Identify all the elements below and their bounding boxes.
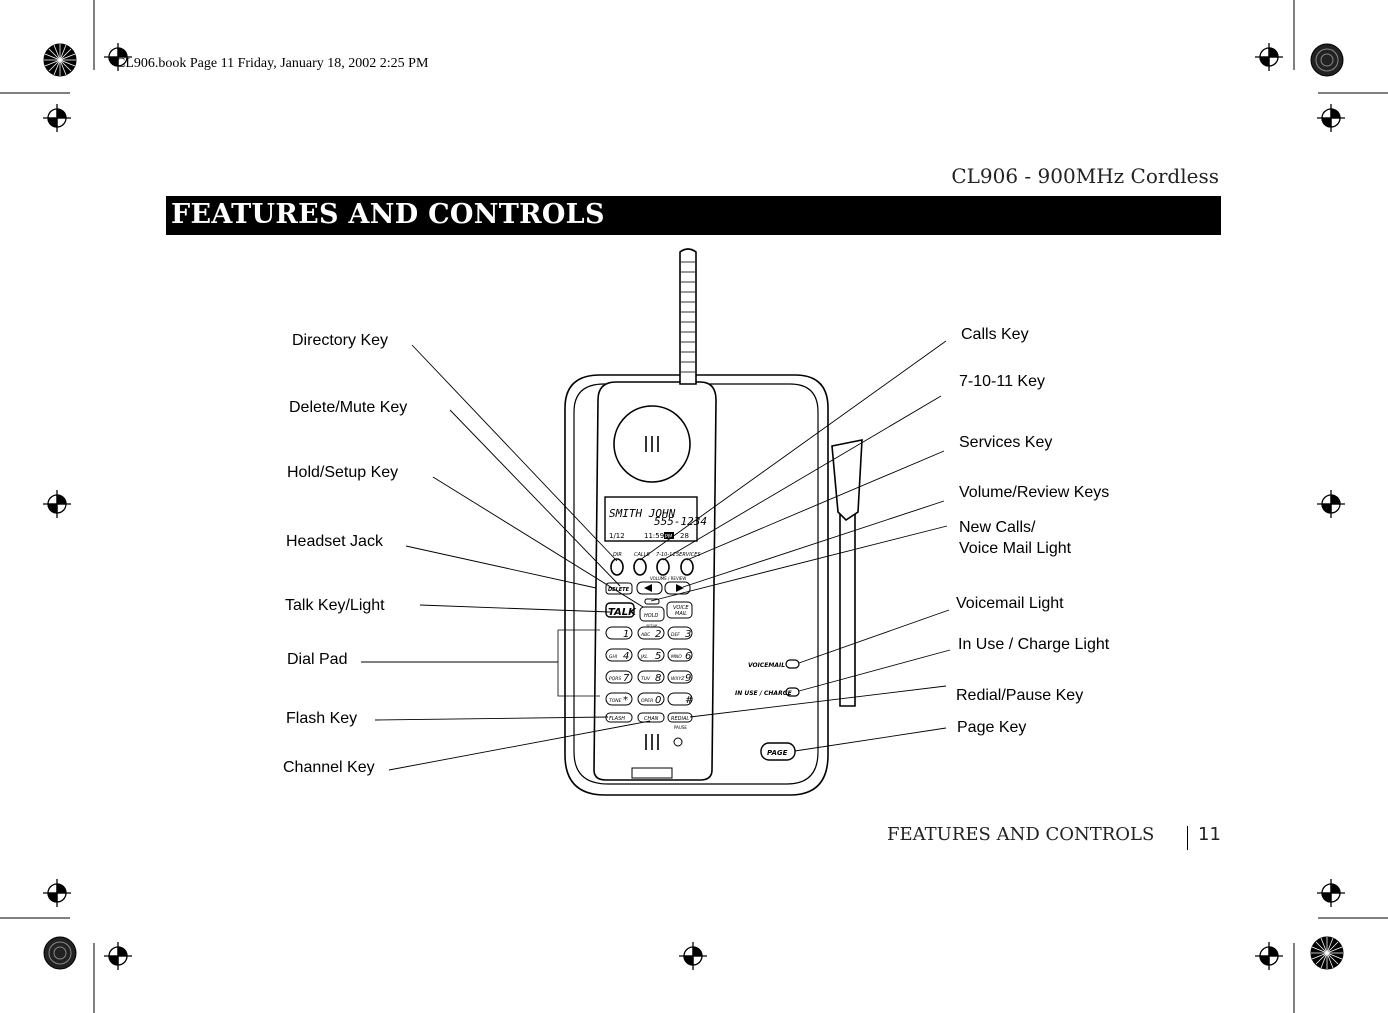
callout-services-key: Services Key xyxy=(959,434,1053,451)
keypad-key-letters: TUV xyxy=(641,676,651,682)
key-redial-label: REDIAL xyxy=(671,716,689,722)
keypad-key-digit: # xyxy=(685,695,693,706)
callout-talk-key-light: Talk Key/Light xyxy=(285,597,385,614)
earpiece xyxy=(613,405,691,483)
base-unit-outline xyxy=(564,374,829,796)
callout-new-calls-line1: New Calls/ xyxy=(959,519,1036,536)
display-number: 555-1234 xyxy=(654,515,707,528)
keypad-key-letters: MNO xyxy=(671,654,682,660)
section-title: FEATURES AND CONTROLS xyxy=(171,199,605,230)
key-talk-label: TALK xyxy=(608,607,637,618)
display-time: 11:59 xyxy=(644,532,664,540)
footer-title: FEATURES AND CONTROLS xyxy=(887,824,1155,845)
phone-illustration xyxy=(557,248,863,796)
callout-7-10-11-key: 7-10-11 Key xyxy=(959,373,1045,390)
keypad-key-digit: 7 xyxy=(623,673,630,684)
keypad-key: DEF 3 xyxy=(671,629,691,640)
keypad-key-letters: GHI xyxy=(609,654,618,660)
setup-label: SETUP xyxy=(646,624,657,628)
antenna-icon xyxy=(679,248,697,385)
keypad-key-letters: ABC xyxy=(640,632,651,638)
keypad-key-letters: TONE xyxy=(609,698,622,704)
callout-page-key: Page Key xyxy=(957,719,1027,736)
keypad-key: ABC 2 xyxy=(640,629,661,640)
keypad-key-digit: * xyxy=(623,695,628,706)
keypad-key-digit: 4 xyxy=(623,651,629,662)
key-hold-label: HOLD xyxy=(644,613,658,619)
keypad-key-digit: 6 xyxy=(685,651,691,662)
display-ampm: PM xyxy=(665,534,672,540)
key-calls-label: CALLS xyxy=(634,552,650,558)
keypad-key: 1 xyxy=(623,629,629,640)
volume-review-label: VOLUME / REVIEW xyxy=(650,576,686,581)
document-subtitle: CL906 - 900MHz Cordless xyxy=(951,164,1219,188)
keypad-key: TUV 8 xyxy=(641,673,661,684)
callout-directory-key: Directory Key xyxy=(292,332,389,349)
pause-label: PAUSE xyxy=(674,725,687,730)
callout-new-calls-line2: Voice Mail Light xyxy=(959,540,1072,557)
handset-outline xyxy=(593,381,717,781)
page-number: 11 xyxy=(1198,824,1221,845)
callout-in-use-charge-light: In Use / Charge Light xyxy=(958,636,1110,653)
keypad-key-digit: 0 xyxy=(655,695,661,706)
display-name: SMITH JOHN xyxy=(609,507,676,520)
keypad-key-letters: WXYZ xyxy=(671,676,685,682)
phone-text: SMITH JOHN 555-1234 1/12 11:59 PM 28 DIR… xyxy=(608,507,793,757)
callout-headset-jack: Headset Jack xyxy=(286,533,383,550)
base-inuse-label: IN USE / CHARGE xyxy=(735,690,793,697)
keypad-key-digit: 1 xyxy=(623,629,629,640)
keypad-key: JKL 5 xyxy=(640,651,661,662)
key-7-10-11-label: 7-10-11 xyxy=(656,552,676,558)
callout-flash-key: Flash Key xyxy=(286,710,358,727)
registration-marks xyxy=(43,43,1345,970)
page-key xyxy=(760,742,796,761)
keypad-key: # xyxy=(685,695,693,706)
display-count: 28 xyxy=(680,532,689,540)
display-date: 1/12 xyxy=(609,532,625,540)
callout-hold-setup-key: Hold/Setup Key xyxy=(287,464,399,481)
keypad-key-letters: JKL xyxy=(640,654,648,660)
keypad-key: GHI 4 xyxy=(609,651,629,662)
key-dir-label: DIR xyxy=(613,552,622,558)
callout-volume-review-keys: Volume/Review Keys xyxy=(959,484,1110,501)
keypad-key-letters: OPER xyxy=(641,698,653,704)
base-page-label: PAGE xyxy=(767,749,788,757)
starburst-marks xyxy=(43,43,1344,970)
keypad-key-digit: 5 xyxy=(655,651,661,662)
key-services-label: SERVICES xyxy=(676,552,701,558)
section-title-bar xyxy=(166,196,1221,235)
callout-voicemail-light: Voicemail Light xyxy=(956,595,1064,612)
keypad-key-letters: PQRS xyxy=(609,676,621,682)
footer-separator xyxy=(1187,826,1188,850)
keypad-key-digit: 8 xyxy=(655,673,661,684)
key-voicemail-label-2: MAIL xyxy=(675,611,687,617)
keypad-key-letters: DEF xyxy=(671,632,680,638)
callout-channel-key: Channel Key xyxy=(283,759,375,776)
keypad-key-digit: 3 xyxy=(685,629,691,640)
key-chan-label: CHAN xyxy=(644,716,659,722)
keypad-key-digit: 2 xyxy=(655,629,661,640)
key-flash-label: FLASH xyxy=(609,716,625,722)
keypad-key-digit: 9 xyxy=(685,673,691,684)
keypad-key: TONE* xyxy=(609,695,628,706)
voicemail-light xyxy=(785,659,800,669)
key-voicemail-label-1: VOICE xyxy=(673,605,689,611)
key-delete-label: DELETE xyxy=(608,587,630,593)
callout-delete-mute-key: Delete/Mute Key xyxy=(289,399,408,416)
callout-calls-key: Calls Key xyxy=(961,326,1029,343)
leader-lines xyxy=(361,340,951,771)
callout-redial-pause-key: Redial/Pause Key xyxy=(956,687,1084,704)
in-use-charge-light xyxy=(785,687,800,697)
print-header: CL906.book Page 11 Friday, January 18, 2… xyxy=(116,56,429,71)
base-voicemail-label: VOICEMAIL xyxy=(748,662,785,669)
callout-dial-pad: Dial Pad xyxy=(287,651,348,668)
